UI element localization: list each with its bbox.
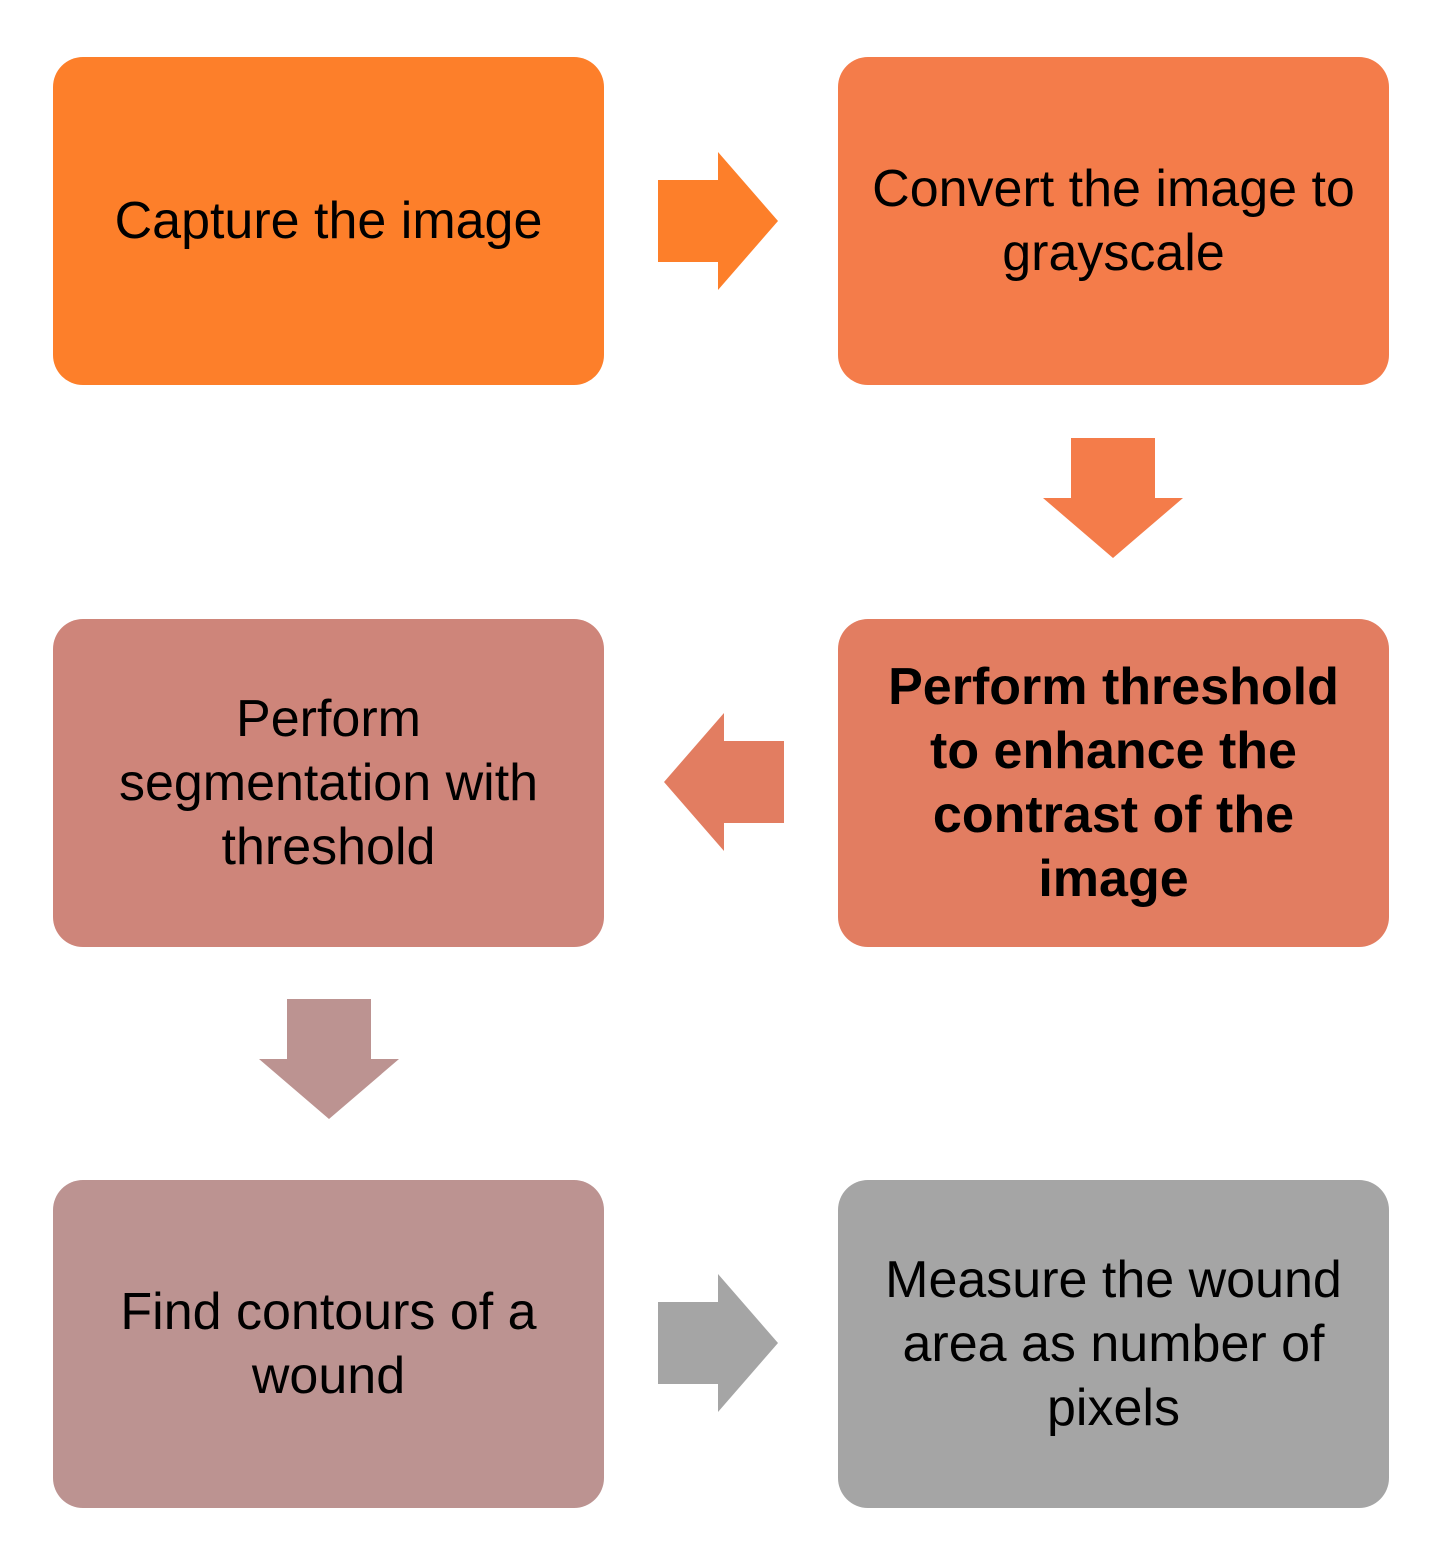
step-label: Perform segmentation with threshold — [118, 690, 539, 876]
step-label: Convert the image to grayscale — [872, 160, 1355, 282]
step-label: Find contours of a wound — [120, 1283, 537, 1405]
step-label: Measure the wound area as number of pixe… — [885, 1251, 1342, 1437]
step-measure-area: Measure the wound area as number of pixe… — [838, 1180, 1389, 1508]
step-segmentation: Perform segmentation with threshold — [53, 619, 604, 947]
step-capture-image: Capture the image — [53, 57, 604, 385]
step-find-contours: Find contours of a wound — [53, 1180, 604, 1508]
arrow-right-icon — [658, 1274, 778, 1414]
arrow-down-icon — [1043, 438, 1183, 558]
arrow-left-icon — [664, 713, 784, 853]
step-label: Perform threshold to enhance the contras… — [888, 658, 1339, 908]
step-label: Capture the image — [114, 192, 543, 250]
arrow-down-icon — [259, 999, 399, 1119]
arrow-right-icon — [658, 152, 778, 292]
step-threshold-contrast: Perform threshold to enhance the contras… — [838, 619, 1389, 947]
step-convert-grayscale: Convert the image to grayscale — [838, 57, 1389, 385]
